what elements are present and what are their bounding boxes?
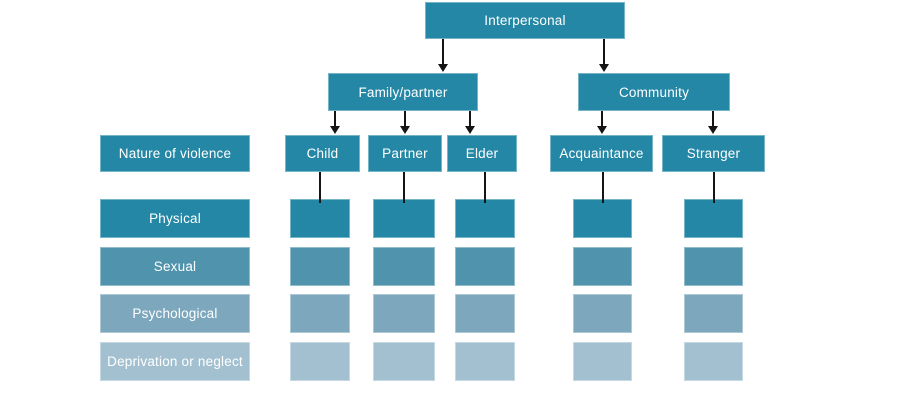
- arrow-down-icon: [465, 126, 475, 134]
- connector-line: [319, 172, 321, 203]
- arrow-down-icon: [708, 126, 718, 134]
- connector-line: [603, 39, 605, 65]
- matrix-cell-partner-physical: [373, 199, 435, 238]
- matrix-cell-elder-deprivation-or-neglect: [455, 342, 515, 381]
- matrix-cell-acquaintance-deprivation-or-neglect: [573, 342, 632, 381]
- connector-line: [484, 172, 486, 203]
- connector-line: [601, 111, 603, 127]
- node-family-partner: Family/partner: [328, 73, 478, 111]
- matrix-cell-elder-psychological: [455, 294, 515, 333]
- node-stranger: Stranger: [662, 135, 765, 172]
- matrix-cell-acquaintance-sexual: [573, 247, 632, 286]
- matrix-cell-stranger-deprivation-or-neglect: [684, 342, 743, 381]
- matrix-cell-partner-deprivation-or-neglect: [373, 342, 435, 381]
- row-label-sexual: Sexual: [100, 247, 250, 286]
- connector-line: [403, 172, 405, 203]
- row-label-psychological: Psychological: [100, 294, 250, 333]
- arrow-down-icon: [400, 126, 410, 134]
- node-acquaintance: Acquaintance: [550, 135, 653, 172]
- connector-line: [712, 111, 714, 127]
- connector-line: [334, 111, 336, 127]
- matrix-cell-elder-sexual: [455, 247, 515, 286]
- matrix-cell-elder-physical: [455, 199, 515, 238]
- row-label-deprivation-or-neglect: Deprivation or neglect: [100, 342, 250, 381]
- node-elder: Elder: [447, 135, 517, 172]
- connector-line: [469, 111, 471, 127]
- arrow-down-icon: [599, 64, 609, 72]
- matrix-cell-child-physical: [290, 199, 350, 238]
- matrix-cell-child-psychological: [290, 294, 350, 333]
- connector-line: [442, 39, 444, 65]
- arrow-down-icon: [330, 126, 340, 134]
- connector-line: [713, 172, 715, 203]
- connector-line: [404, 111, 406, 127]
- row-label-physical: Physical: [100, 199, 250, 238]
- node-partner: Partner: [368, 135, 442, 172]
- header-nature-of-violence: Nature of violence: [100, 135, 250, 172]
- matrix-cell-stranger-psychological: [684, 294, 743, 333]
- node-community: Community: [578, 73, 730, 111]
- arrow-down-icon: [597, 126, 607, 134]
- matrix-cell-partner-sexual: [373, 247, 435, 286]
- matrix-cell-child-sexual: [290, 247, 350, 286]
- matrix-cell-stranger-sexual: [684, 247, 743, 286]
- matrix-cell-acquaintance-psychological: [573, 294, 632, 333]
- connector-line: [602, 172, 604, 203]
- matrix-cell-acquaintance-physical: [573, 199, 632, 238]
- matrix-cell-child-deprivation-or-neglect: [290, 342, 350, 381]
- matrix-cell-partner-psychological: [373, 294, 435, 333]
- node-child: Child: [285, 135, 360, 172]
- arrow-down-icon: [438, 64, 448, 72]
- node-interpersonal: Interpersonal: [425, 2, 625, 39]
- matrix-cell-stranger-physical: [684, 199, 743, 238]
